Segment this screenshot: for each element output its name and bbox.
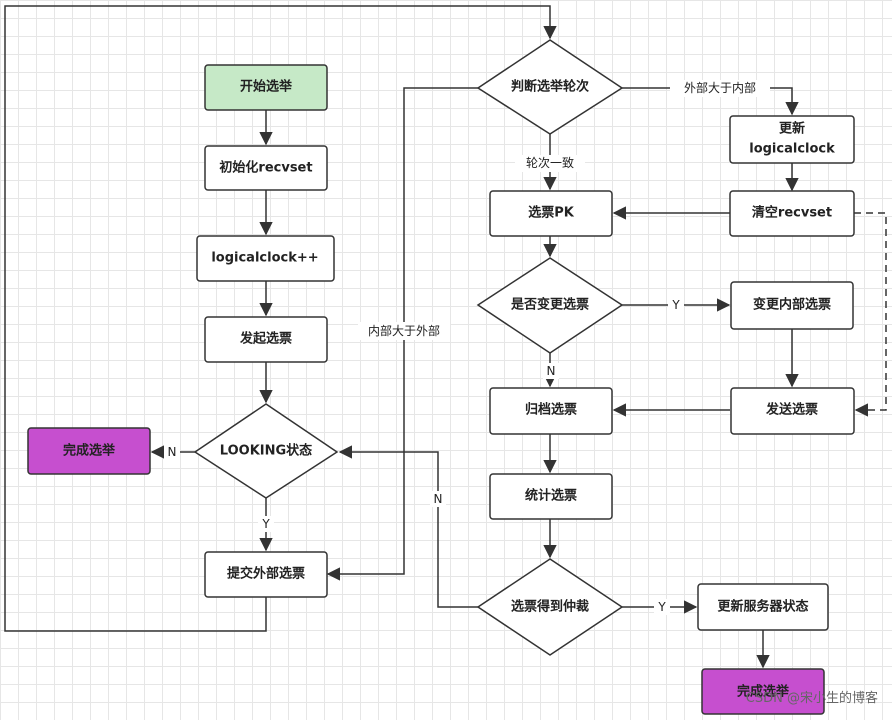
label-initiate-vote: 发起选票 (239, 331, 292, 347)
label-logicalclock-inc: logicalclock++ (211, 251, 318, 266)
label-update-logicalclock-line2: logicalclock (749, 142, 835, 157)
edge-label-external-gt-internal: 外部大于内部 (684, 80, 756, 95)
node-count-votes (489, 473, 613, 520)
label-archive-vote: 归档选票 (525, 402, 577, 418)
label-vote-pk: 选票PK (528, 205, 575, 221)
node-finish-election-bottom (701, 668, 825, 715)
node-quorum-question (476, 558, 624, 656)
watermark: CSDN @宋小生的博客 (746, 690, 878, 706)
label-change-internal-vote: 变更内部选票 (753, 297, 831, 313)
label-update-logicalclock-line1: 更新 (779, 121, 805, 137)
label-clear-recvset: 清空recvset (752, 205, 832, 221)
node-initiate-vote (204, 316, 328, 363)
edge-label-internal-gt-external: 内部大于外部 (368, 323, 440, 338)
node-finish-election-left (27, 427, 151, 475)
edge-label-no-change: N (547, 364, 556, 378)
node-vote-pk (489, 190, 613, 237)
label-start-election: 开始选举 (240, 79, 293, 95)
node-change-vote-question (476, 257, 624, 354)
edge-label-yes-looking: Y (261, 517, 270, 531)
node-logicalclock-inc (196, 235, 335, 282)
edge-label-no-looking: N (168, 445, 177, 459)
node-init-recvset (204, 145, 328, 191)
node-update-logicalclock (729, 115, 855, 164)
label-init-recvset: 初始化recvset (219, 160, 312, 176)
label-finish-election-bottom: 完成选举 (737, 684, 790, 700)
label-submit-external-vote: 提交外部选票 (227, 566, 305, 582)
label-finish-election-left: 完成选举 (63, 443, 116, 459)
node-archive-vote (489, 387, 613, 435)
edge-label-yes-change: Y (671, 298, 680, 312)
node-judge-round (476, 39, 624, 135)
edge-clear-to-send-dashed (854, 212, 887, 417)
edge-label-round-equal: 轮次一致 (526, 156, 574, 170)
label-update-server-state: 更新服务器状态 (717, 599, 808, 615)
node-send-vote (730, 387, 855, 435)
edge-quorum-no-to-looking (338, 445, 480, 608)
node-looking-state (193, 403, 339, 499)
edge-submit-loop-to-judge (4, 5, 557, 632)
node-change-internal-vote (730, 281, 854, 330)
label-change-vote-question: 是否变更选票 (510, 297, 589, 313)
label-count-votes: 统计选票 (525, 488, 577, 504)
label-quorum-question: 选票得到仲裁 (511, 599, 589, 615)
label-judge-round: 判断选举轮次 (511, 79, 589, 95)
edge-label-no-quorum: N (434, 492, 443, 506)
edge-label-yes-quorum: Y (657, 600, 666, 614)
label-send-vote: 发送选票 (765, 402, 818, 418)
node-submit-external-vote (204, 551, 328, 598)
node-clear-recvset (729, 190, 855, 237)
node-start-election (204, 64, 328, 111)
label-looking-state: LOOKING状态 (220, 443, 312, 459)
node-update-server-state (697, 583, 829, 631)
